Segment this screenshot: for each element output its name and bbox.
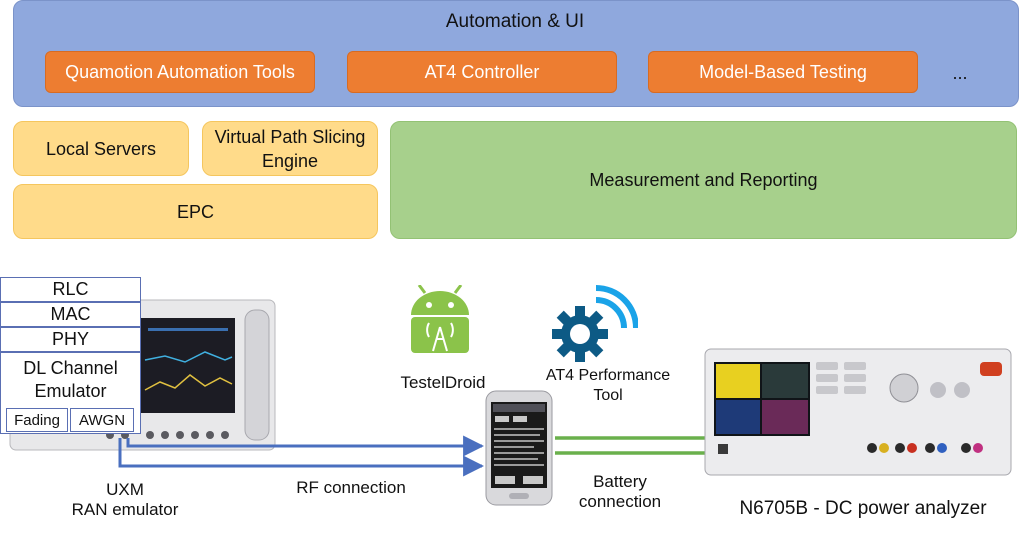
vps-line2: Engine (261, 150, 319, 171)
testeldroid-icon (411, 285, 469, 353)
smartphone-image (485, 390, 553, 506)
more-tools-ellipsis: ... (952, 62, 968, 83)
vps-line1: Virtual Path Slicing (214, 126, 366, 147)
protocol-stack: RLC MAC PHY DL Channel Emulator Fading A… (0, 277, 141, 434)
at4-label: AT4 Performance Tool (533, 366, 683, 406)
fading-block: Fading (6, 408, 68, 432)
rlc-layer: RLC (0, 277, 141, 302)
battery-connection-label: Battery connection (560, 472, 680, 512)
at4-line1: AT4 Performance (545, 367, 671, 384)
rf-line-lower (118, 438, 485, 477)
uxm-label: UXM RAN emulator (55, 480, 195, 520)
phy-layer: PHY (0, 327, 141, 352)
awgn-block: AWGN (70, 408, 134, 432)
rf-connection-label: RF connection (296, 478, 406, 497)
battery-line2: connection (578, 492, 662, 511)
rf-line-upper (126, 435, 485, 457)
mac-layer: MAC (0, 302, 141, 327)
uxm-line1: UXM (106, 480, 144, 499)
at4-performance-icon (552, 285, 638, 362)
testeldroid-label: TestelDroid (400, 373, 486, 392)
analyzer-label: N6705B - DC power analyzer (739, 498, 987, 519)
dc-power-analyzer-image (704, 348, 1012, 476)
uxm-line2: RAN emulator (71, 500, 179, 519)
dl-line1: DL Channel (23, 358, 118, 378)
quamotion-tools-box[interactable]: Quamotion Automation Tools (45, 51, 315, 93)
local-servers-box[interactable]: Local Servers (13, 121, 189, 176)
dl-line2: Emulator (34, 381, 107, 401)
virtual-path-slicing-box[interactable]: Virtual Path Slicing Engine (202, 121, 378, 176)
at4-line2: Tool (593, 387, 623, 404)
measurement-reporting-box[interactable]: Measurement and Reporting (390, 121, 1017, 239)
at4-controller-box[interactable]: AT4 Controller (347, 51, 617, 93)
automation-title: Automation & UI (445, 11, 585, 32)
model-based-testing-box[interactable]: Model-Based Testing (648, 51, 918, 93)
battery-line1: Battery (593, 472, 647, 491)
epc-box[interactable]: EPC (13, 184, 378, 239)
